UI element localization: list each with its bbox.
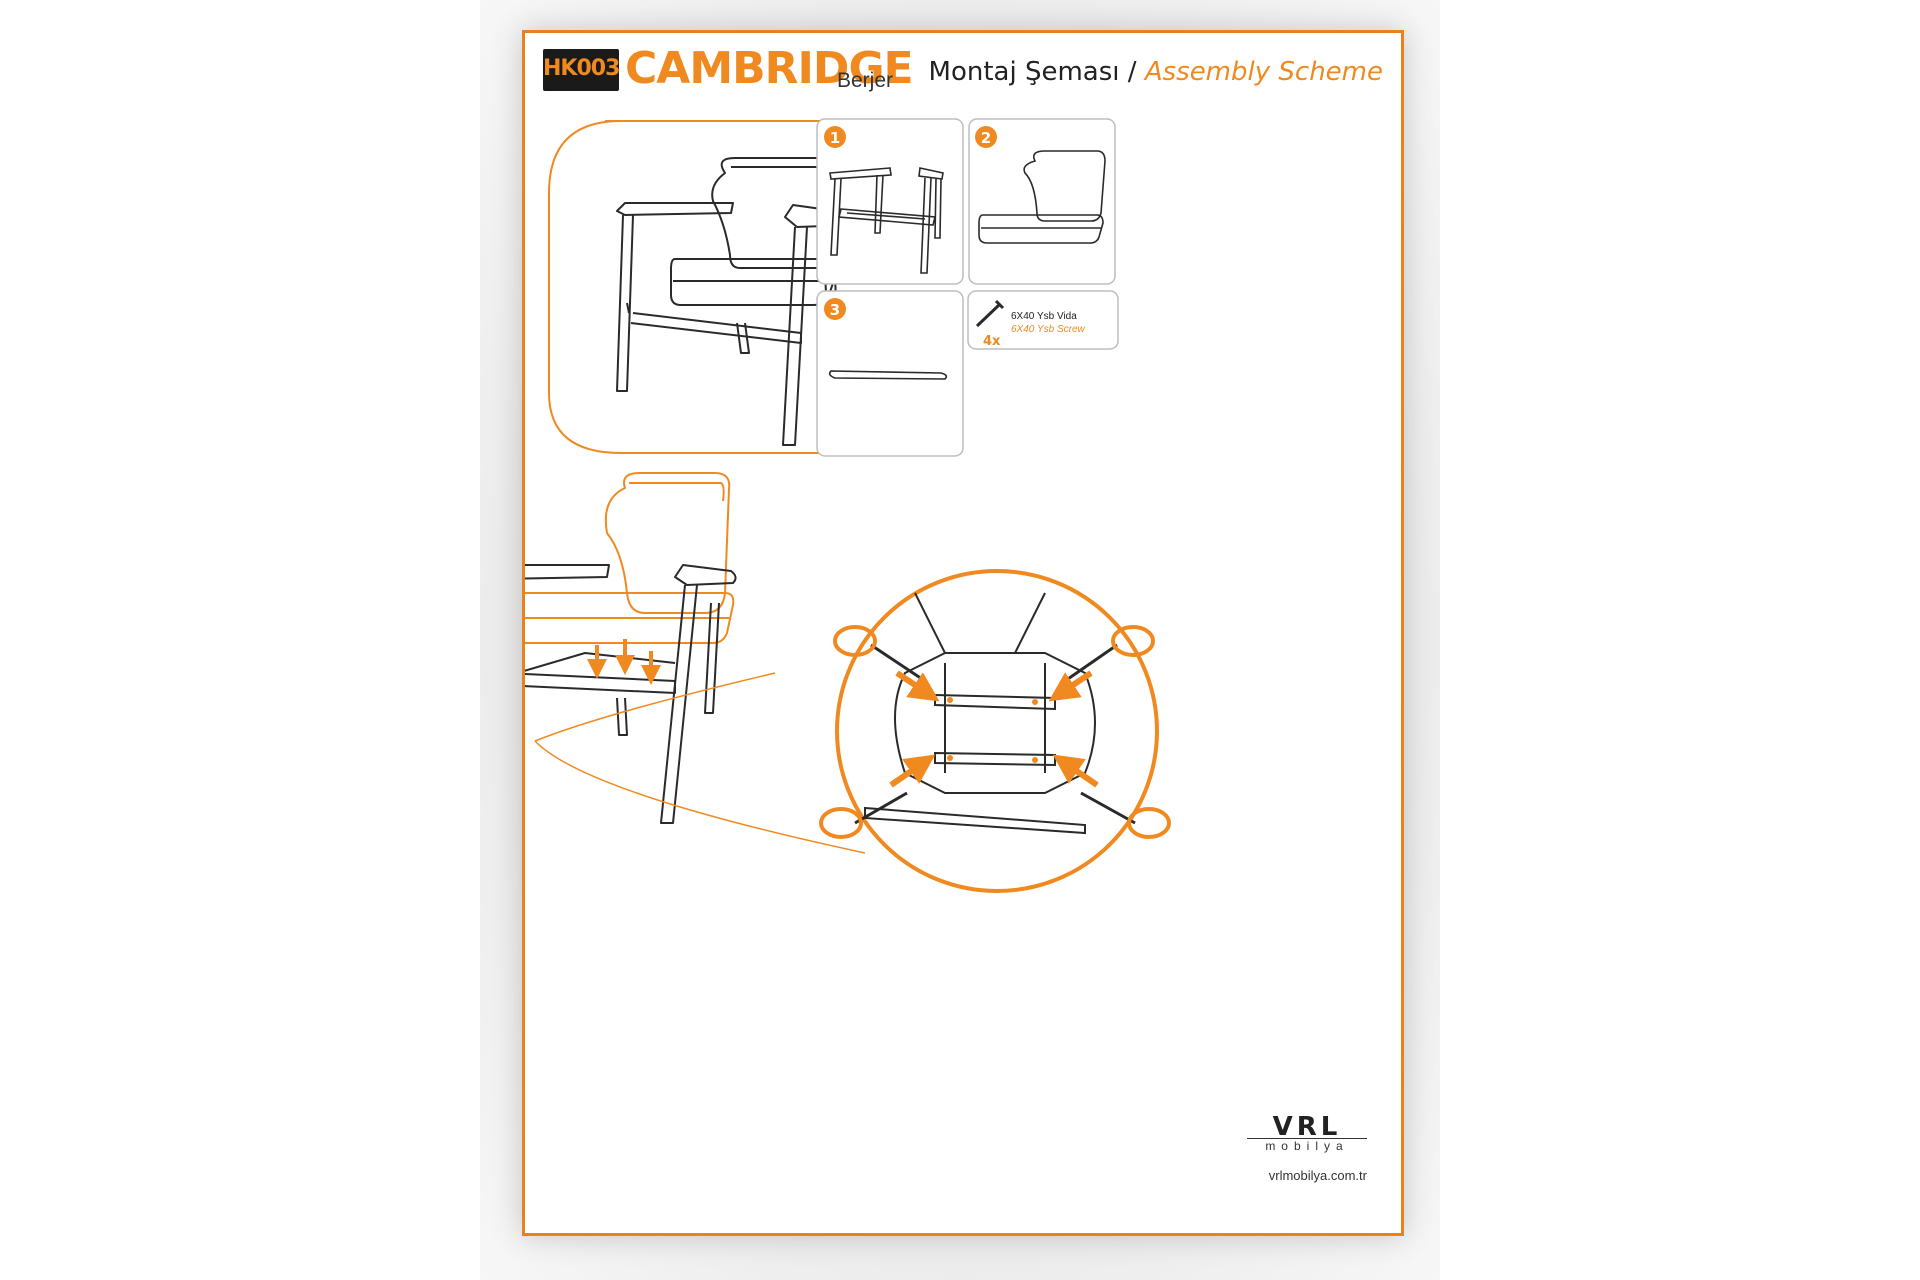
hardware-quantity: 4x <box>983 334 1001 349</box>
brand-subtitle: mobilya <box>1247 1138 1367 1153</box>
scheme-title: Montaj Şeması / Assembly Scheme <box>929 57 1383 87</box>
step-panel-3: 3 <box>816 290 964 457</box>
hardware-panel: 4x 6X40 Ysb Vida 6X40 Ysb Screw <box>967 290 1119 350</box>
step-panel-2: 2 <box>968 118 1116 285</box>
main-chair-drawing <box>525 472 737 824</box>
product-code-badge: HK003 <box>543 49 620 91</box>
scheme-title-separator: / <box>1127 57 1137 87</box>
hardware-name-tr: 6X40 Ysb Vida <box>1011 311 1077 322</box>
zoom-callout-lines <box>534 672 866 854</box>
product-type: Berjer <box>837 69 894 92</box>
assembly-drawing: 1 2 3 <box>525 118 1171 893</box>
product-name: CAMBRIDGE <box>625 43 914 94</box>
hardware-name-en: 6X40 Ysb Screw <box>1011 324 1086 335</box>
zoom-detail-circle <box>819 569 1171 893</box>
product-code: HK003 <box>543 56 620 81</box>
step-1-number: 1 <box>830 129 840 147</box>
screw-icon <box>975 303 1001 328</box>
scheme-title-tr: Montaj Şeması <box>928 57 1120 87</box>
step-3-number: 3 <box>830 301 840 319</box>
step-2-number: 2 <box>981 129 991 147</box>
brand-logo-text: VRL <box>1272 1112 1342 1142</box>
assembly-sheet: HK003 CAMBRIDGE Berjer Montaj Şeması / A… <box>522 30 1404 1236</box>
step-panel-1: 1 <box>816 118 964 285</box>
scheme-title-en: Assembly Scheme <box>1144 57 1383 87</box>
brand-logo: VRL mobilya <box>1247 1112 1367 1153</box>
website-link[interactable]: vrlmobilya.com.tr <box>1268 1168 1367 1183</box>
